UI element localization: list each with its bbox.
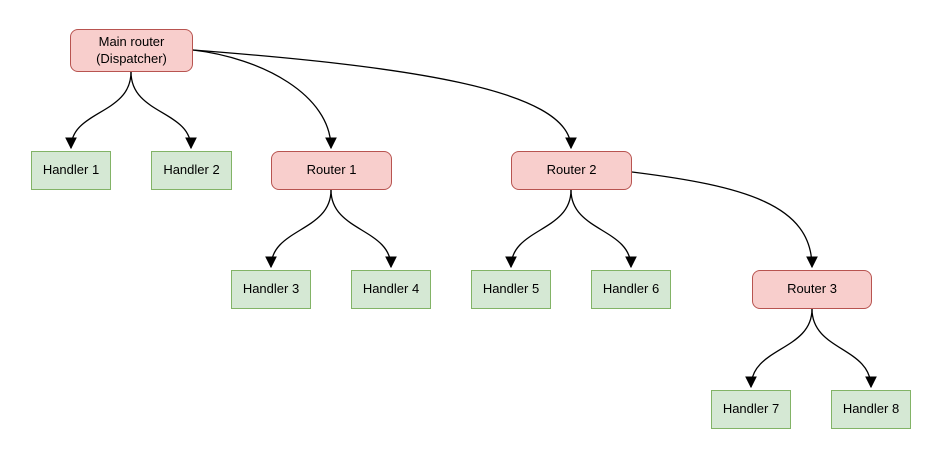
edge-router1-to-handler4 [330,189,397,269]
node-main-router: Main router (Dispatcher) [70,29,193,72]
node-router-3: Router 3 [752,270,872,309]
node-handler-6: Handler 6 [591,270,671,309]
node-handler-1: Handler 1 [31,151,111,190]
node-router-2: Router 2 [511,151,632,190]
edge-router2-to-handler6 [570,189,637,269]
node-handler-3: Handler 3 [231,270,311,309]
edge-main-to-router2 [192,49,577,150]
node-router-1: Router 1 [271,151,392,190]
node-handler-5: Handler 5 [471,270,551,309]
edge-router1-to-handler3 [265,189,332,269]
edge-router3-to-handler7 [745,308,813,389]
node-handler-7: Handler 7 [711,390,791,429]
node-handler-8: Handler 8 [831,390,911,429]
edge-main-to-handler1 [65,71,132,150]
edge-main-to-handler2 [130,71,197,150]
edge-router3-to-handler8 [811,308,877,389]
edge-router2-to-handler5 [505,189,572,269]
edge-main-to-router1 [192,49,337,150]
node-handler-4: Handler 4 [351,270,431,309]
edge-router2-to-router3 [631,171,818,269]
node-handler-2: Handler 2 [151,151,232,190]
